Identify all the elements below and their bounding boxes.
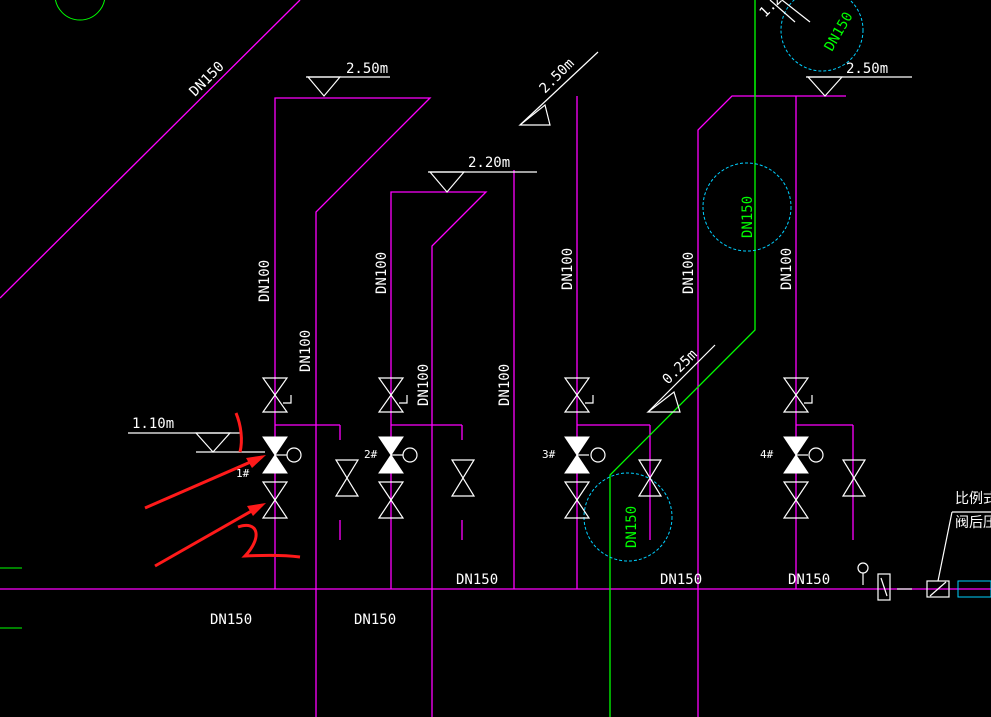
gate-valve-lower-4[interactable] (782, 481, 810, 519)
label-dn150-bottom-2: DN150 (354, 612, 396, 628)
label-dn150-bottom-1: DN150 (210, 612, 252, 628)
elevation-marker-4 (806, 76, 912, 97)
label-dn150-cloud-mid: DN150 (740, 196, 756, 238)
gate-valve-upper-2[interactable] (377, 377, 408, 413)
label-dn150-diagonal: DN150 (187, 59, 228, 100)
elevation-marker-1 (306, 76, 390, 97)
elevation-label-1: 2.50m (346, 61, 388, 77)
riser-group-3 (513, 96, 651, 589)
label-dn100-b: DN100 (298, 330, 314, 372)
riser-group-2 (390, 191, 488, 717)
label-dn150-cloud-top: DN150 (822, 9, 857, 54)
alarm-valve-2[interactable] (378, 436, 418, 474)
label-dn100-a: DN100 (257, 260, 273, 302)
gate-valve-lower-3[interactable] (563, 481, 591, 519)
drain-valve-3[interactable] (637, 459, 663, 497)
elevation-label-6: 0.25m (660, 347, 701, 388)
elevation-marker-2 (518, 51, 599, 126)
alarm-valve-3[interactable] (564, 436, 606, 474)
red-annotation-arrows (144, 412, 301, 568)
alarm-valve-4[interactable] (783, 436, 824, 474)
elevation-marker-5 (128, 432, 265, 453)
label-dn100-c: DN100 (374, 252, 390, 294)
label-dn100-e: DN100 (497, 364, 513, 406)
gate-valve-upper-3[interactable] (563, 377, 594, 413)
elevation-label-5: 1.10m (132, 416, 174, 432)
riser-group-4 (697, 95, 854, 717)
drain-valve-1[interactable] (334, 459, 360, 497)
revision-cloud-mid (702, 162, 792, 252)
gate-valve-upper-1[interactable] (261, 377, 292, 413)
alarm-valve-1[interactable] (262, 436, 302, 474)
label-dn150-mid-2: DN150 (660, 572, 702, 588)
valve-tag-2: 2# (364, 448, 378, 461)
label-dn100-f: DN100 (560, 248, 576, 290)
drain-valve-2[interactable] (450, 459, 476, 497)
elevation-marker-3 (428, 171, 537, 193)
elevation-label-4: 2.50m (846, 61, 888, 77)
top-left-diagonal-pipe (0, 0, 301, 299)
label-dn150-cloud-low: DN150 (624, 506, 640, 548)
label-dn100-d: DN100 (416, 364, 432, 406)
drain-valve-4[interactable] (841, 459, 867, 497)
riser-group-1 (274, 97, 432, 717)
elevation-label-3: 2.20m (468, 155, 510, 171)
pressure-reducing-assembly (857, 511, 991, 601)
label-dn150-mid-3: DN150 (788, 572, 830, 588)
side-note-line-1: 比例式 (955, 491, 991, 507)
label-dn100-g: DN100 (681, 252, 697, 294)
revision-cloud-low (583, 472, 673, 562)
valve-tag-1: 1# (236, 467, 250, 480)
gate-valve-upper-4[interactable] (782, 377, 813, 413)
green-dn150-pipe (609, 0, 756, 717)
gate-valve-lower-1[interactable] (261, 481, 289, 519)
valve-tag-4: 4# (760, 448, 774, 461)
valve-tag-3: 3# (542, 448, 556, 461)
label-dn100-h: DN100 (779, 248, 795, 290)
gate-valve-lower-2[interactable] (377, 481, 405, 519)
revision-cloud-top (780, 0, 864, 72)
elevation-marker-6 (646, 344, 716, 413)
elevation-marker-7 (769, 0, 811, 23)
label-dn150-mid-1: DN150 (456, 572, 498, 588)
side-note-line-2: 阀后压 (955, 515, 991, 531)
